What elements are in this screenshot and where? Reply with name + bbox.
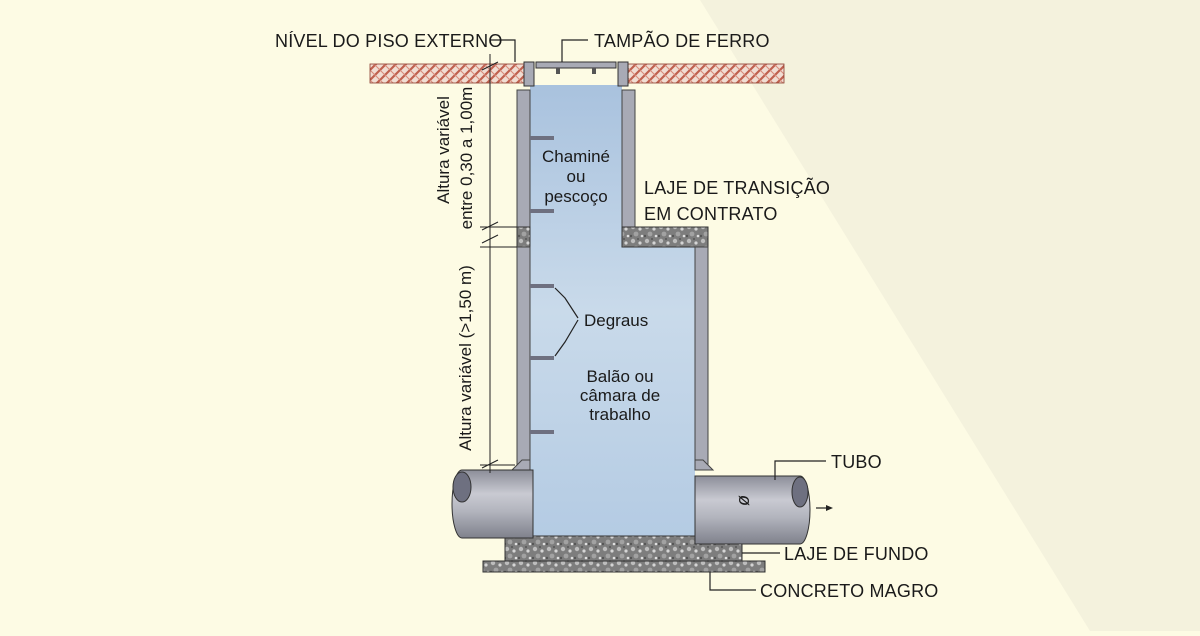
label-chamine-2: ou (567, 167, 586, 186)
label-degraus: Degraus (584, 311, 648, 330)
leader-nivel-piso (490, 39, 516, 62)
label-nivel-piso: NÍVEL DO PISO EXTERNO (275, 31, 503, 51)
ground-soil-left (369, 63, 531, 84)
cover-lug (592, 68, 596, 74)
cover-frame-right (617, 61, 629, 87)
leader-degraus-lower (554, 319, 579, 357)
dim-upper-2: entre 0,30 a 1,00m (457, 87, 476, 230)
pipe-diameter-symbol: ø (733, 495, 753, 506)
leader-tampao (561, 39, 588, 62)
lean-concrete (482, 560, 766, 573)
chamber-wall-right (694, 246, 709, 468)
dim-upper-1: Altura variável (434, 96, 453, 204)
label-balao-1: Balão ou (586, 367, 653, 386)
leader-degraus-upper (554, 287, 579, 319)
label-laje-fundo: LAJE DE FUNDO (784, 544, 929, 564)
rungs (530, 136, 554, 434)
label-tampao: TAMPÃO DE FERRO (594, 30, 770, 51)
label-tubo: TUBO (831, 452, 882, 472)
chamber-wall-left (516, 246, 531, 468)
label-balao-3: trabalho (589, 405, 650, 424)
label-laje-transicao-2: EM CONTRATO (644, 204, 778, 224)
transition-slab-left (516, 226, 531, 248)
background-shade (700, 0, 1200, 631)
label-concreto-magro: CONCRETO MAGRO (760, 581, 938, 601)
label-chamine-1: Chaminé (542, 147, 610, 166)
pipe-right (694, 475, 811, 545)
leader-concreto-magro (709, 572, 756, 591)
chimney-wall-left (516, 89, 531, 228)
label-balao-2: câmara de (580, 386, 660, 405)
flow-arrow (816, 505, 833, 511)
manhole-interior (530, 85, 695, 538)
dimension-lines (480, 54, 517, 473)
leader-tubo (774, 460, 826, 480)
chimney-wall-right (621, 89, 636, 228)
dim-lower: Altura variável (>1,50 m) (456, 265, 475, 451)
cover-frame-left (523, 61, 535, 87)
label-laje-transicao-1: LAJE DE TRANSIÇÃO (644, 177, 830, 198)
transition-slab (621, 226, 709, 248)
iron-cover (535, 61, 617, 69)
pipe-left (451, 469, 534, 539)
ground-soil-right (627, 63, 785, 84)
wall-foot-right (694, 459, 715, 471)
label-chamine-3: pescoço (544, 187, 607, 206)
cover-lug (556, 68, 560, 74)
